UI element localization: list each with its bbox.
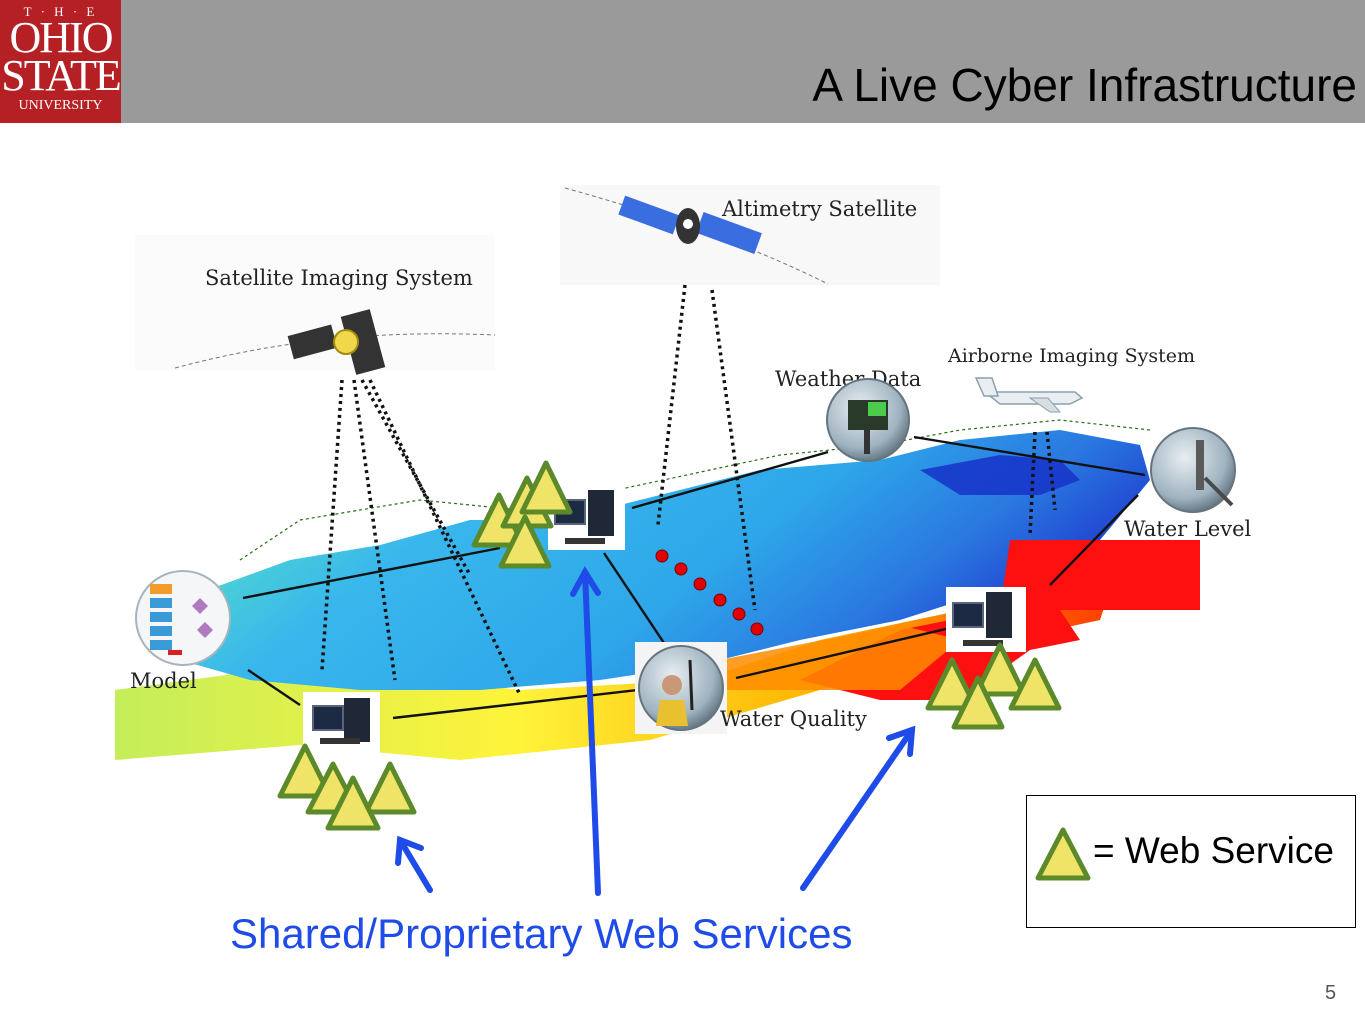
header-bar <box>0 0 1365 123</box>
arrow-head-left <box>395 835 424 866</box>
ohio-state-logo: T · H · E OHIO STATE UNIVERSITY <box>0 0 122 123</box>
airplane-icon <box>974 377 1084 413</box>
logo-state: STATE <box>1 51 121 100</box>
arrow-to-left-services <box>397 837 433 893</box>
caption-shared-web-services: Shared/Proprietary Web Services <box>230 910 853 957</box>
arrow-head-right <box>886 725 916 757</box>
lake-deep-basin <box>920 455 1080 495</box>
arrow-to-right-services <box>800 727 915 891</box>
lake-north-shore <box>239 419 1151 561</box>
label-water-quality: Water Quality <box>720 707 867 731</box>
arrow-to-middle-services <box>582 569 601 896</box>
label-model: Model <box>130 669 197 693</box>
model-node: Model <box>130 570 231 693</box>
altimetry-satellite: Altimetry Satellite <box>560 185 940 285</box>
weather-data-sensor: Weather Data <box>775 367 921 462</box>
web-service-triangle-icon <box>277 743 333 799</box>
label-water-level: Water Level <box>1124 517 1252 541</box>
web-service-triangle-icon <box>363 761 417 815</box>
altimetry-track <box>655 549 764 636</box>
airborne-imaging-system: Airborne Imaging System <box>947 345 1195 413</box>
web-service-cluster-middle <box>471 460 573 569</box>
web-service-triangle-icon <box>325 775 381 831</box>
water-quality-sensor: Water Quality <box>635 642 867 734</box>
web-service-triangle-icon <box>519 460 573 515</box>
slide-title: A Live Cyber Infrastructure <box>812 59 1357 111</box>
arrow-head-middle <box>570 566 601 597</box>
imaging-satellite-icon <box>287 309 386 375</box>
web-service-triangle-icon <box>1035 827 1091 881</box>
lake-orange-zone <box>720 625 960 690</box>
web-service-triangle-icon <box>1008 657 1062 711</box>
page-number: 5 <box>1325 982 1337 1004</box>
web-service-triangle-icon <box>498 514 552 569</box>
logo-the: T · H · E <box>23 4 98 19</box>
web-service-cluster-left <box>277 743 417 831</box>
network-links <box>242 435 1146 720</box>
computer-node-1 <box>303 692 380 754</box>
water-level-sensor: Water Level <box>1124 427 1252 541</box>
logo-ohio: OHIO <box>9 13 114 62</box>
caption-arrows <box>395 566 916 896</box>
sensing-beams <box>320 284 1057 696</box>
computer-node-3 <box>946 587 1026 652</box>
label-altimetry-satellite: Altimetry Satellite <box>721 197 917 221</box>
web-service-cluster-right <box>925 642 1062 730</box>
altimetry-satellite-icon <box>618 195 762 254</box>
label-satellite-imaging: Satellite Imaging System <box>205 266 473 290</box>
legend-label: = Web Service <box>1093 830 1334 871</box>
web-service-triangle-icon <box>951 675 1005 730</box>
legend-box: = Web Service <box>1026 795 1356 928</box>
logo-university: UNIVERSITY <box>18 98 103 113</box>
web-service-triangle-icon <box>925 657 979 711</box>
satellite-imaging-system: Satellite Imaging System <box>135 235 496 375</box>
web-service-triangle-icon <box>973 642 1027 697</box>
label-airborne-imaging: Airborne Imaging System <box>947 345 1195 367</box>
